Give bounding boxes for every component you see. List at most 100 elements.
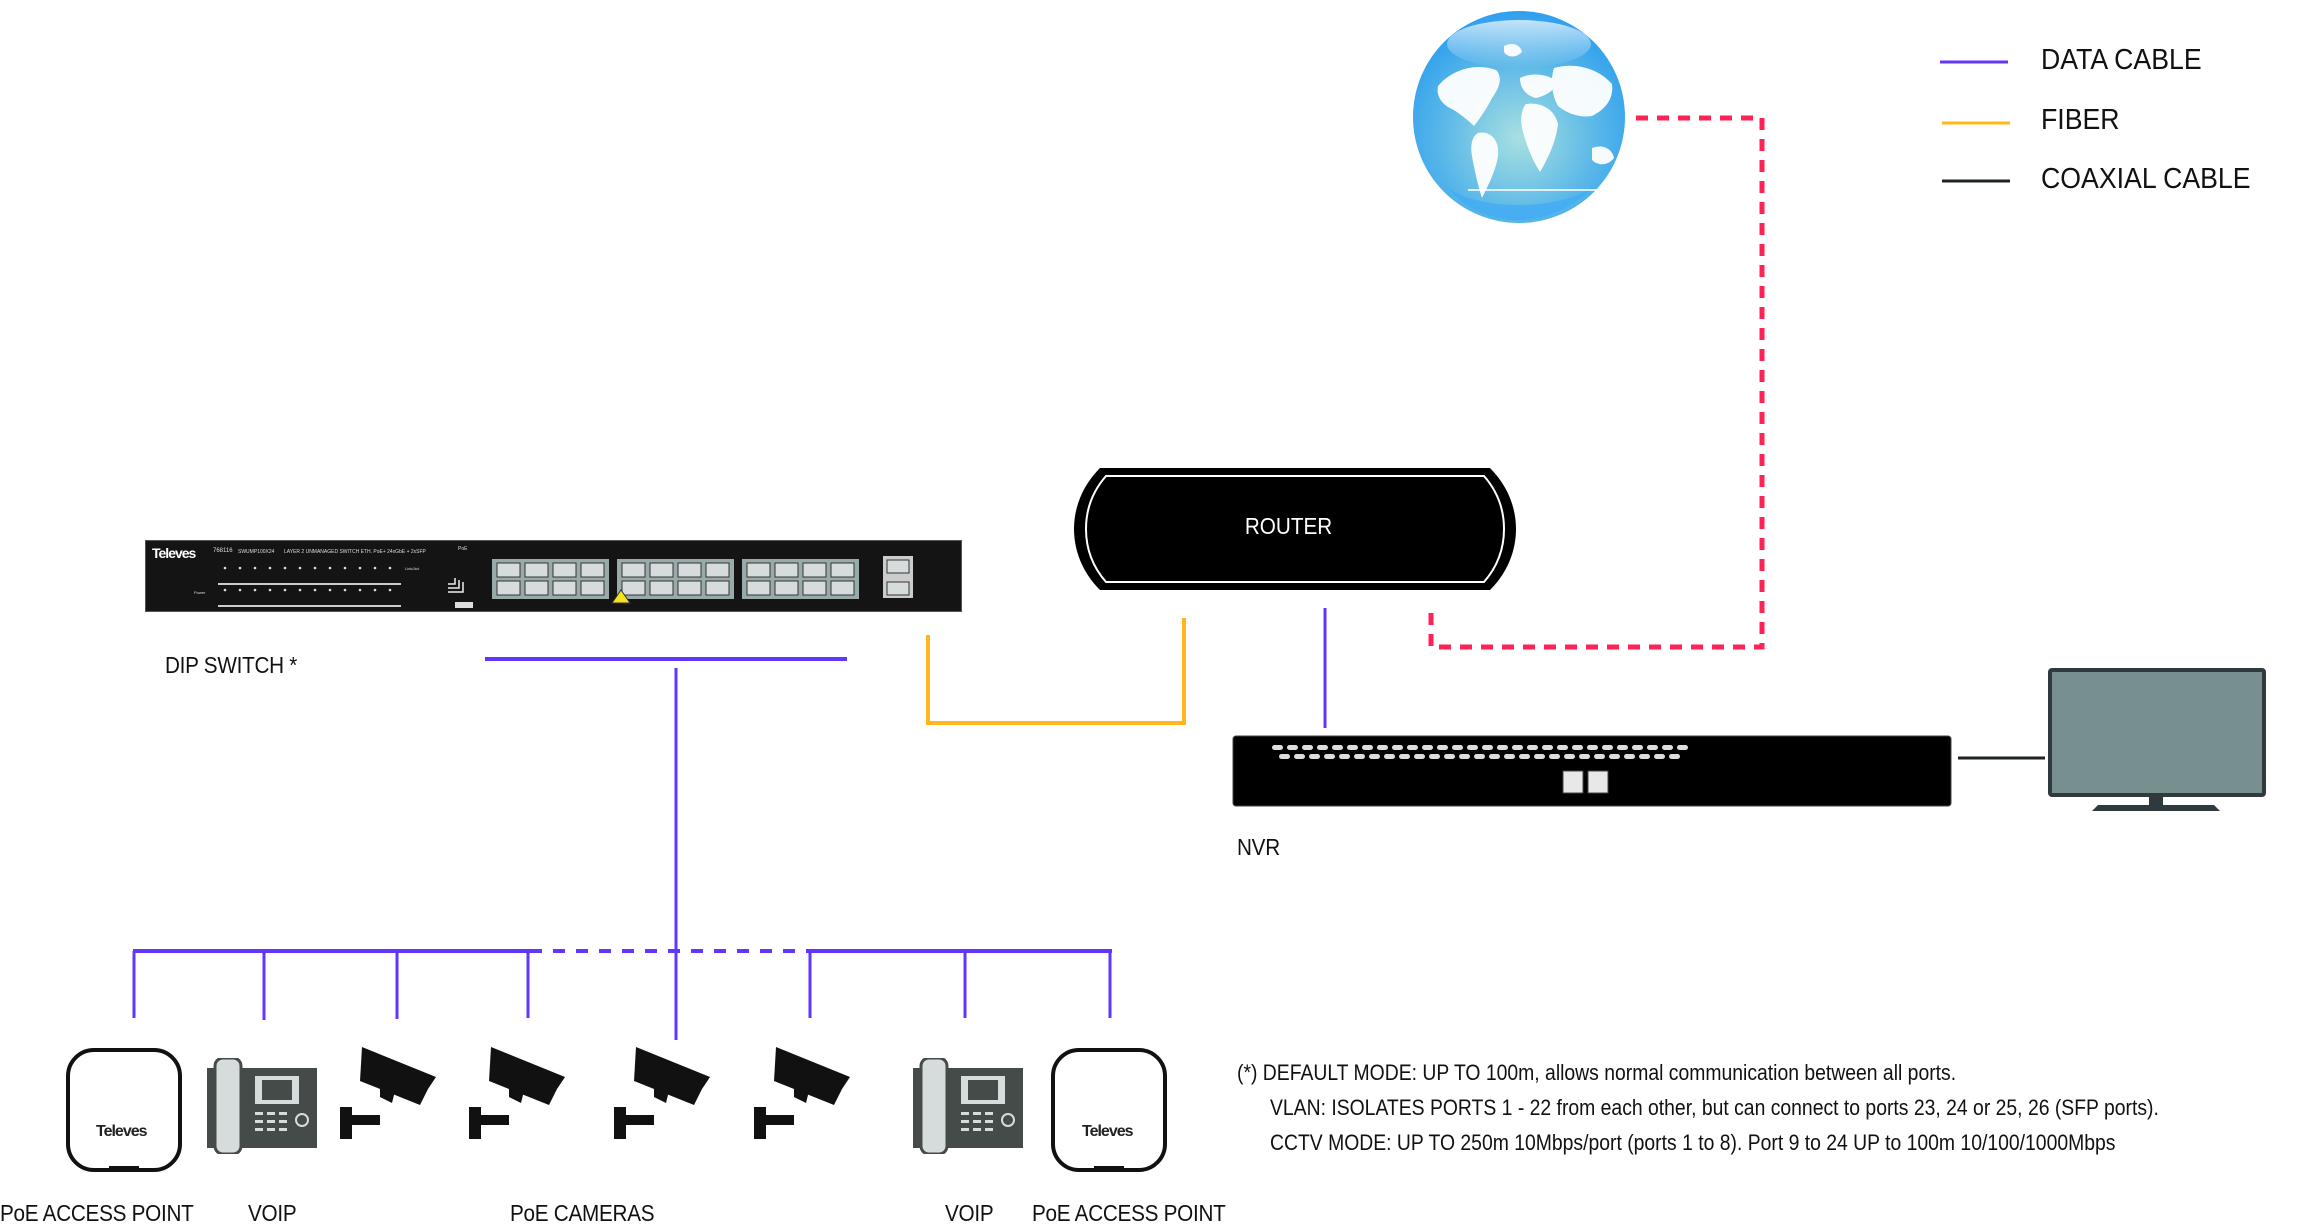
port-led — [223, 588, 227, 592]
port-led — [343, 566, 347, 570]
nvr-vent — [1647, 745, 1658, 750]
nvr-vent — [1467, 745, 1478, 750]
nvr-vent — [1482, 745, 1493, 750]
rj45-port — [830, 580, 855, 596]
nvr-vent — [1354, 754, 1365, 759]
rj45-port — [649, 580, 674, 596]
legend-label-fiber: FIBER — [2041, 104, 2120, 136]
switch-model-name: SWUMP100X24 — [238, 549, 275, 555]
nvr-ethernet-port-2 — [1587, 770, 1609, 794]
port-led — [268, 588, 272, 592]
nvr-vent — [1527, 745, 1538, 750]
legend-swatch-fiber — [1942, 121, 2010, 125]
nvr-vent — [1347, 745, 1358, 750]
nvr-vent — [1369, 754, 1380, 759]
nvr-vent — [1429, 754, 1440, 759]
nvr-vent — [1639, 754, 1650, 759]
port-led — [373, 588, 377, 592]
access-point-right-icon — [1051, 1048, 1167, 1172]
access-point-left-brand: Televes — [96, 1123, 148, 1140]
globe-icon — [1413, 11, 1625, 223]
nvr-vent — [1542, 745, 1553, 750]
access-point-right-brand: Televes — [1082, 1123, 1134, 1140]
switch-label: DIP SWITCH * — [165, 652, 298, 678]
rj45-port — [705, 580, 730, 596]
nvr-vent — [1617, 745, 1628, 750]
rj45-port — [774, 580, 799, 596]
voip-phone-right-icon — [913, 1058, 1023, 1154]
nvr-vent — [1392, 745, 1403, 750]
port-led — [373, 566, 377, 570]
switch-brand-logo: Televes — [152, 545, 196, 561]
rj45-port — [830, 562, 855, 578]
note-vlan-mode: VLAN: ISOLATES PORTS 1 - 22 from each ot… — [1270, 1095, 2159, 1120]
port-led — [238, 566, 242, 570]
switch-poe-label: PoE — [458, 546, 468, 552]
camera-1-icon — [340, 1047, 436, 1139]
rj45-port — [746, 562, 771, 578]
nvr-vent — [1512, 745, 1523, 750]
laser-warning-icon — [611, 589, 631, 604]
nvr-vent — [1662, 745, 1673, 750]
internet-link-line — [1428, 115, 1765, 650]
nvr-vent — [1377, 745, 1388, 750]
rj45-port — [621, 580, 646, 596]
rj45-port — [524, 580, 549, 596]
port-led — [388, 588, 392, 592]
port-led — [358, 588, 362, 592]
voip-left-label: VOIP — [248, 1200, 297, 1226]
nvr-vent — [1422, 745, 1433, 750]
port-led — [283, 588, 287, 592]
router-label: ROUTER — [1244, 513, 1333, 539]
nvr-vent — [1309, 754, 1320, 759]
camera-2-icon — [469, 1047, 565, 1139]
switch-led-rows — [218, 583, 401, 607]
port-led — [328, 588, 332, 592]
nvr-vent — [1279, 754, 1290, 759]
rj45-port — [649, 562, 674, 578]
nvr-vent — [1332, 745, 1343, 750]
nvr-vent — [1339, 754, 1350, 759]
nvr-vent — [1534, 754, 1545, 759]
port-led — [283, 566, 287, 570]
legend-swatch-coaxial — [1942, 179, 2010, 183]
router-body — [1074, 468, 1516, 590]
nvr-vent — [1459, 754, 1470, 759]
rj45-port — [677, 562, 702, 578]
rj45-port — [746, 580, 771, 596]
nvr-vent — [1677, 745, 1688, 750]
nvr-vent — [1579, 754, 1590, 759]
rj45-port — [621, 562, 646, 578]
port-led — [313, 566, 317, 570]
legend-swatch-data-cable — [1940, 60, 2008, 64]
rj45-port — [552, 562, 577, 578]
port-led — [268, 566, 272, 570]
access-point-left-icon — [66, 1048, 182, 1172]
rj45-port — [552, 580, 577, 596]
drop-lines — [132, 951, 1112, 1020]
port-led — [388, 566, 392, 570]
nvr-vent — [1549, 754, 1560, 759]
nvr-vent — [1587, 745, 1598, 750]
nvr-vent — [1287, 745, 1298, 750]
nvr-vent — [1272, 745, 1283, 750]
nvr-vent — [1452, 745, 1463, 750]
nvr-vent — [1444, 754, 1455, 759]
note-default-mode: (*) DEFAULT MODE: UP TO 100m, allows nor… — [1237, 1060, 1957, 1085]
nvr-vent — [1519, 754, 1530, 759]
switch-model-code: 768116 — [213, 548, 233, 554]
nvr-vent — [1294, 754, 1305, 759]
nvr-vent — [1317, 745, 1328, 750]
switch-link-act-label: Link/Act — [405, 566, 420, 571]
switch-power-label: Power — [194, 590, 206, 595]
access-point-right-label: PoE ACCESS POINT — [1032, 1200, 1226, 1226]
access-point-left-label: PoE ACCESS POINT — [0, 1200, 194, 1226]
nvr-vent — [1474, 754, 1485, 759]
legend-label-coaxial: COAXIAL CABLE — [2041, 163, 2251, 195]
nvr-vent — [1302, 745, 1313, 750]
port-led — [298, 588, 302, 592]
nvr-vent — [1557, 745, 1568, 750]
nvr-vent — [1504, 754, 1515, 759]
nvr-vent — [1654, 754, 1665, 759]
port-led — [238, 588, 242, 592]
